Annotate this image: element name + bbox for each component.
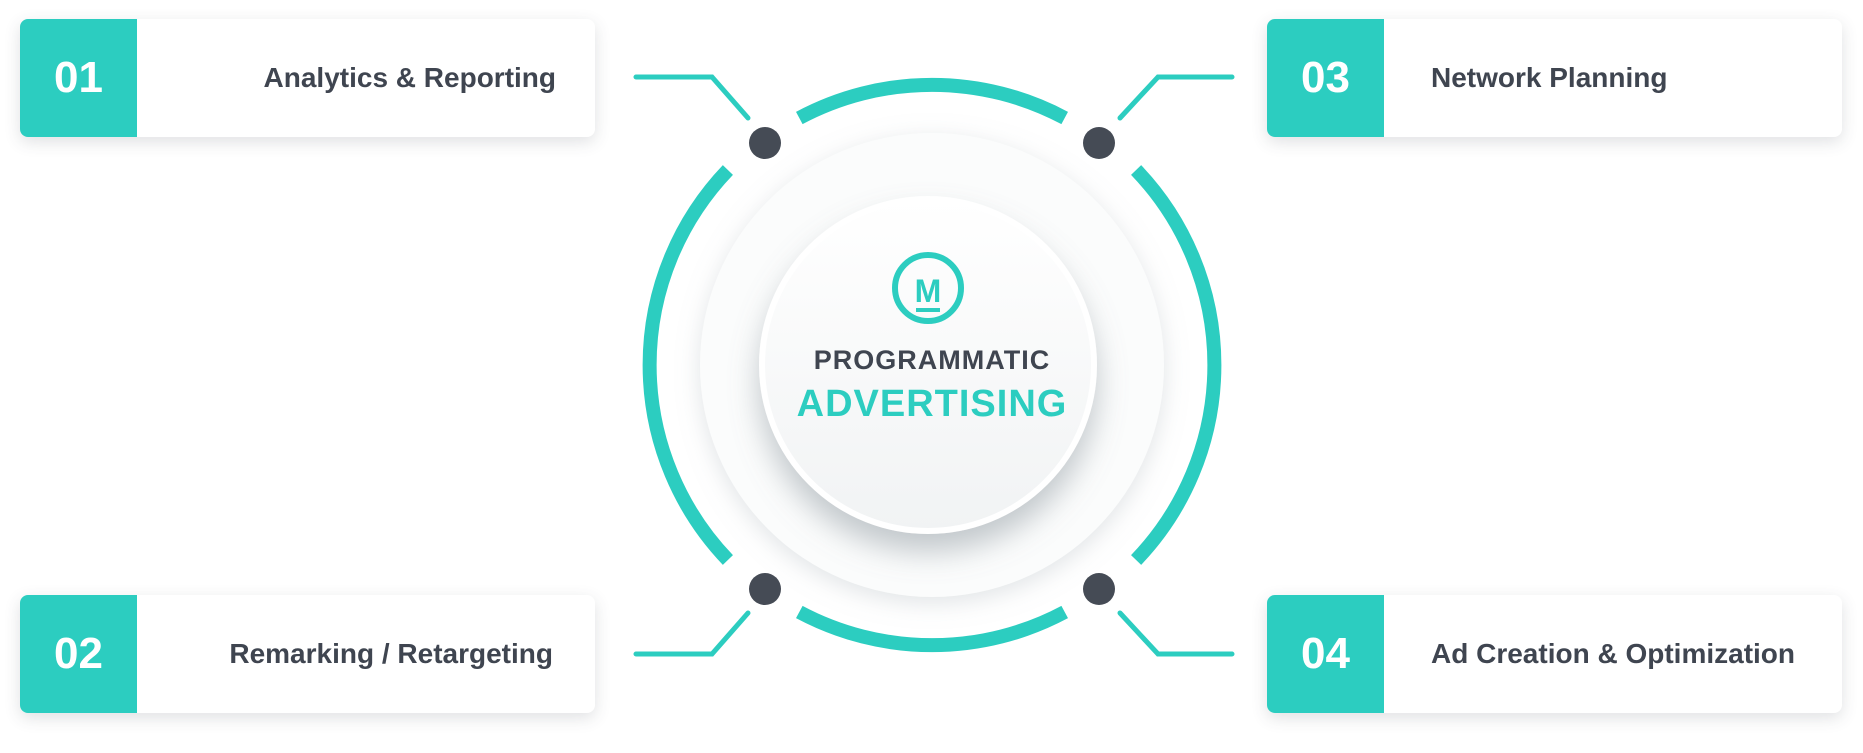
connector-01 [633,74,751,121]
item-card-01: 01 Analytics & Reporting [20,19,595,137]
item-number-badge: 02 [20,595,137,713]
connector-dot-02 [749,573,781,605]
connector-dot-01 [749,127,781,159]
connector-dot-04 [1083,573,1115,605]
item-label: Network Planning [1431,62,1668,93]
item-card-04: 04 Ad Creation & Optimization [1267,595,1842,713]
item-number-badge: 04 [1267,595,1384,713]
m-logo-letter: M [915,273,942,309]
connector-04 [1117,610,1235,657]
item-number-badge: 03 [1267,19,1384,137]
ring-arc-top [796,77,1068,125]
item-card-03: 03 Network Planning [1267,19,1842,137]
ring-arc-left [642,165,733,565]
inner-disc [759,196,1097,534]
connectors [633,74,1235,657]
ring-arc-bottom [796,605,1068,653]
hub-subtitle: ADVERTISING [796,383,1068,425]
ring-arc-right [1131,165,1222,565]
connector-02 [633,610,751,657]
item-label: Remarking / Retargeting [229,638,553,669]
item-label: Ad Creation & Optimization [1431,638,1795,669]
item-label: Analytics & Reporting [263,62,556,93]
ring-arcs [642,77,1222,653]
item-number-badge: 01 [20,19,137,137]
connector-dot-03 [1083,127,1115,159]
item-card-02: 02 Remarking / Retargeting [20,595,595,713]
hub-title: PROGRAMMATIC [813,345,1051,375]
m-logo-icon: M [892,252,964,324]
connector-dots [749,127,1115,605]
connector-03 [1117,74,1235,121]
